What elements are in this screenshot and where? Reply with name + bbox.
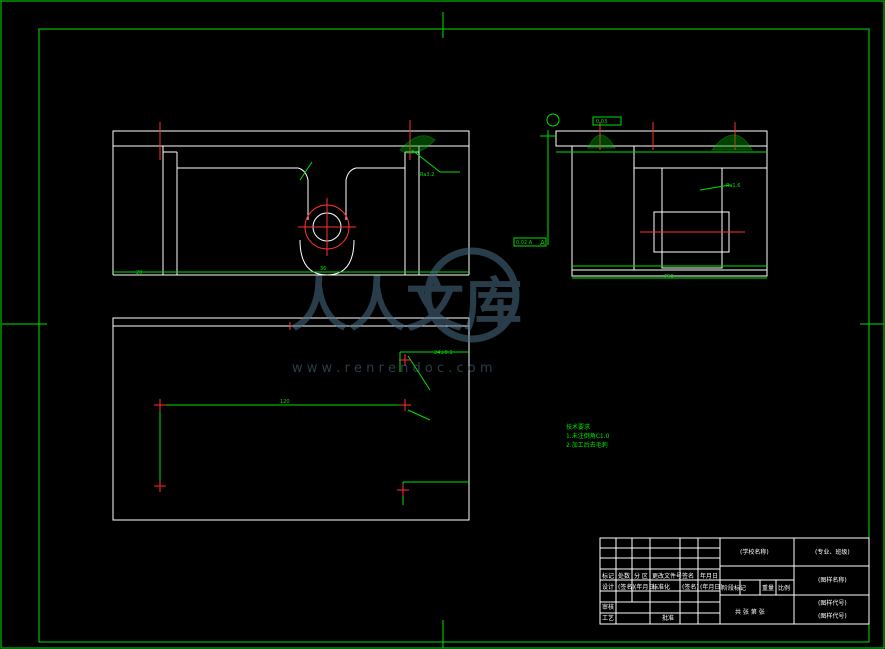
watermark-logo-ring: [424, 247, 520, 343]
dim-top-side: 24±0.1: [434, 350, 453, 356]
dim-mid: 120: [280, 399, 290, 405]
dimension-labels: Ra3.2 Ra1.6 36 24±0.1 250 20 120: [136, 172, 740, 405]
title-block-text: (学校名称) (专业、班级) (图样名称) (图样代号) (图样代号) 阶段标记…: [602, 548, 850, 622]
side-body: [571, 145, 768, 277]
tb-sheet-code: (图样代号): [818, 612, 847, 620]
inner-border: [38, 28, 870, 643]
tb-s-1: (签名): [618, 583, 635, 591]
side-view-dims: [513, 113, 767, 279]
tb-h-1: 处数: [618, 572, 630, 580]
front-view-dims: [113, 135, 469, 273]
tb-process: 工艺: [602, 614, 614, 622]
tb-school: (学校名称): [740, 548, 769, 556]
tb-drawing-name: (图样名称): [818, 576, 847, 584]
tb-s-3: 标准化: [652, 583, 670, 591]
tb-drawing-code: (图样代号): [818, 599, 847, 607]
top-view-dims: [159, 351, 470, 505]
side-view-centerlines: [599, 122, 745, 233]
dim-bottom: 250: [664, 274, 674, 280]
tb-s-4: (签名): [682, 583, 699, 591]
tb-weight: 重量: [762, 584, 774, 592]
tb-h-5: 年月日: [700, 572, 718, 580]
dim-roughness-side: Ra1.6: [726, 183, 740, 189]
tolerance-label-1: 0.02 A: [516, 240, 533, 246]
tb-h-4: 签名: [682, 572, 694, 580]
tech-req-item-1: 1.未注倒角C1.0: [566, 432, 610, 440]
watermark: 人人文库 w w w . r e n r e n d o c . c o m: [290, 247, 522, 376]
tb-s-0: 设计: [602, 583, 614, 591]
tb-review: 审核: [602, 603, 614, 611]
tb-h-0: 标记: [602, 572, 614, 580]
watermark-url: w w w . r e n r e n d o c . c o m: [292, 361, 493, 376]
title-block: [599, 537, 870, 625]
watermark-brand: 人人文库: [290, 271, 522, 339]
top-view-holes: [154, 322, 411, 496]
front-view-centerlines: [159, 120, 411, 256]
top-view: [112, 317, 470, 521]
tech-req-item-2: 2.加工后去毛刺: [566, 441, 608, 449]
tech-req-title: 技术要求: [566, 423, 590, 431]
tb-h-3: 更改文件号: [652, 572, 682, 580]
dim-center: 36: [320, 266, 326, 272]
tb-approve: 批准: [662, 614, 674, 622]
tolerance-label-2: 0.03: [596, 119, 607, 125]
front-top-plate: [112, 130, 470, 147]
tb-group: (专业、班级): [815, 548, 850, 556]
datum-a-label: A: [540, 239, 545, 247]
dim-roughness-top: Ra3.2: [420, 172, 434, 178]
side-view: [555, 130, 768, 277]
tb-material: 阶段标记: [722, 584, 746, 592]
tb-s-2: (年月日): [634, 583, 657, 591]
tb-sheets: 共 张 第 张: [735, 608, 765, 616]
dim-left: 20: [136, 270, 142, 276]
front-slot-profile: [162, 146, 420, 275]
top-view-outline: [112, 317, 470, 521]
tb-h-2: 分 区: [634, 572, 648, 580]
tb-s-5: (年月日): [700, 583, 723, 591]
tb-scale: 比例: [778, 584, 790, 592]
